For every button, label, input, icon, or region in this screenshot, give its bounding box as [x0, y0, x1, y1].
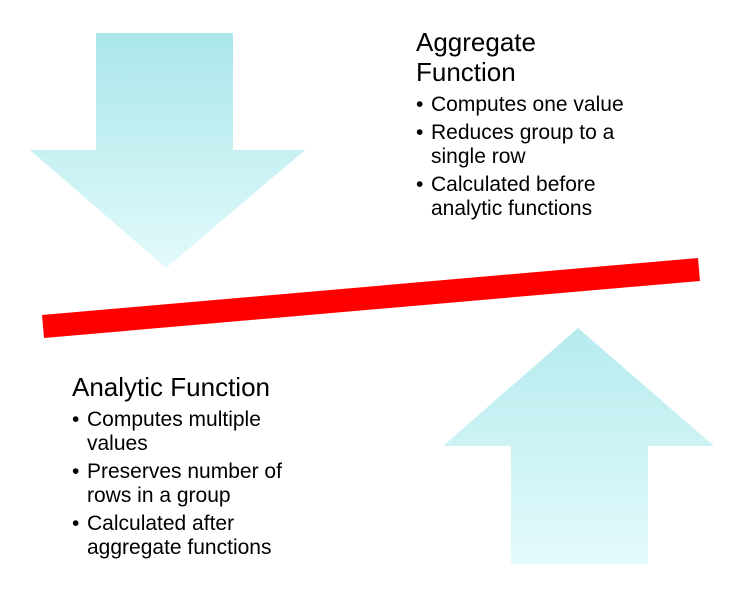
analytic-bullet: Calculated after aggregate functions — [72, 512, 302, 560]
analytic-function-block: Analytic Function Computes multiple valu… — [72, 372, 372, 564]
analytic-bullet: Computes multiple values — [72, 408, 307, 456]
down-arrow-icon — [30, 33, 305, 268]
aggregate-title: Aggregate Function — [416, 27, 716, 87]
aggregate-bullet: Computes one value — [416, 93, 716, 117]
aggregate-bullet-list: Computes one value Reduces group to a si… — [416, 93, 716, 221]
aggregate-bullet: Calculated before analytic functions — [416, 173, 641, 221]
divider-bar — [42, 258, 700, 338]
analytic-bullet-list: Computes multiple values Preserves numbe… — [72, 408, 372, 560]
aggregate-title-line1: Aggregate — [416, 27, 536, 57]
aggregate-bullet: Reduces group to a single row — [416, 121, 656, 169]
analytic-bullet: Preserves number of rows in a group — [72, 460, 327, 508]
aggregate-function-block: Aggregate Function Computes one value Re… — [416, 27, 716, 225]
aggregate-title-line2: Function — [416, 57, 516, 87]
analytic-title: Analytic Function — [72, 372, 270, 402]
up-arrow-icon — [443, 328, 714, 564]
